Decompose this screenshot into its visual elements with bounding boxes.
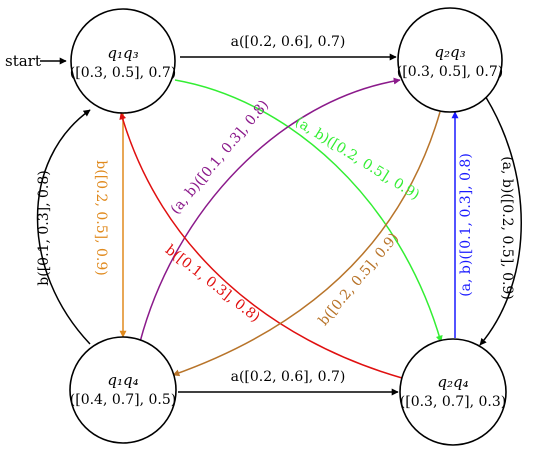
node-q2q3-value: ([0.3, 0.5], 0.7) xyxy=(397,64,503,80)
edge-label-q1q3-q1q4: b([0.2, 0.5], 0.9) xyxy=(93,160,109,275)
node-q1q4-value: ([0.4, 0.7], 0.5) xyxy=(70,392,176,408)
edge-label-q1q3-q2q3: a([0.2, 0.6], 0.7) xyxy=(231,34,346,50)
edge-label-q2q3-q2q4: (a, b)([0.2, 0.5], 0.9) xyxy=(499,156,515,300)
edge-label-q1q3-q2q4: (a, b)([0.2, 0.5], 0.9) xyxy=(292,114,422,204)
edge-label-q1q4-q2q3: (a, b)([0.1, 0.3], 0.8) xyxy=(168,97,273,217)
node-q1q4-name: q₁q₄ xyxy=(107,371,138,389)
edge-label-q1q4-q2q4: a([0.2, 0.6], 0.7) xyxy=(231,369,346,385)
node-q2q4-name: q₂q₄ xyxy=(437,373,468,391)
node-q1q3-value: ([0.3, 0.5], 0.7) xyxy=(70,65,176,81)
edge-q1q4-to-q1q3 xyxy=(36,109,91,345)
node-q2q4-value: ([0.3, 0.7], 0.3) xyxy=(400,394,506,410)
edge-q2q3-to-q1q4 xyxy=(172,111,441,377)
edge-q1q3-to-q2q4 xyxy=(174,79,443,343)
node-q1q4: q₁q₄ ([0.4, 0.7], 0.5) xyxy=(69,336,177,444)
node-q1q3: q₁q₃ ([0.3, 0.5], 0.7) xyxy=(70,8,176,114)
node-q2q4: q₂q₄ ([0.3, 0.7], 0.3) xyxy=(399,338,507,446)
edge-q1q4-to-q2q3 xyxy=(139,77,401,343)
edge-label-q1q4-q1q3: b([0.1, 0.3], 0.8) xyxy=(36,170,52,285)
edge-q2q4-to-q1q3 xyxy=(119,112,403,379)
node-q2q3: q₂q₃ ([0.3, 0.5], 0.7) xyxy=(397,7,503,113)
node-q2q3-name: q₂q₃ xyxy=(434,43,465,61)
edge-label-q2q3-q1q4: b([0.2, 0.5], 0.9) xyxy=(316,230,402,329)
edge-label-q2q4-q1q3: b([0.1, 0.3], 0.8) xyxy=(162,242,263,326)
edge-q2q3-to-q2q4 xyxy=(479,87,522,346)
node-q1q3-name: q₁q₃ xyxy=(107,44,138,62)
start-label: start xyxy=(5,52,41,70)
edge-label-q2q4-q2q3: (a, b)([0.1, 0.3], 0.8) xyxy=(458,153,474,297)
